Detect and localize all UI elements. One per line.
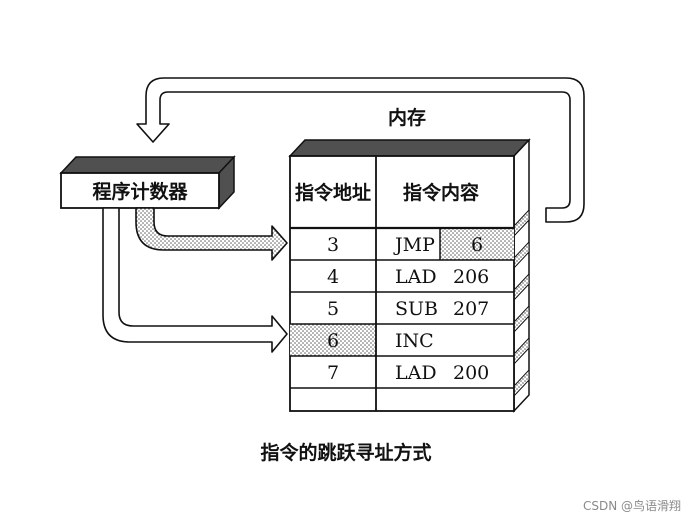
pc-top-face (59, 156, 236, 174)
memory-top-face (288, 139, 531, 157)
pc-to-address-6-arrow (102, 207, 288, 353)
table-grid (290, 156, 514, 411)
memory-side-stripes (513, 208, 530, 398)
row-operand: 206 (453, 266, 489, 288)
watermark: CSDN @鸟语滑翔 (583, 498, 681, 513)
pc-to-address-3-arrow (135, 207, 288, 261)
row-address: 7 (327, 362, 339, 384)
row-address: 6 (327, 330, 339, 352)
row-op: LAD (395, 266, 437, 288)
address-6-highlight (290, 324, 376, 356)
memory-side-face (513, 138, 530, 413)
memory-table (289, 155, 515, 412)
caption: 指令的跳跃寻址方式 (260, 441, 431, 464)
memory-label: 内存 (388, 106, 426, 129)
row-operand: 6 (471, 234, 483, 256)
header-content: 指令内容 (403, 181, 479, 204)
row-operand: 200 (453, 362, 489, 384)
row-address: 3 (327, 234, 339, 256)
row-op: SUB (395, 298, 438, 320)
row-operand: 207 (453, 298, 489, 320)
row-op: LAD (395, 362, 437, 384)
feedback-arrow (136, 77, 585, 223)
header-address: 指令地址 (295, 181, 371, 204)
row-address: 5 (327, 298, 339, 320)
program-counter (60, 172, 220, 209)
row-op: JMP (393, 234, 435, 256)
row-address: 4 (327, 266, 339, 288)
pc-label: 程序计数器 (92, 180, 188, 203)
row-op: INC (395, 330, 434, 352)
jmp-operand-highlight (440, 228, 514, 260)
